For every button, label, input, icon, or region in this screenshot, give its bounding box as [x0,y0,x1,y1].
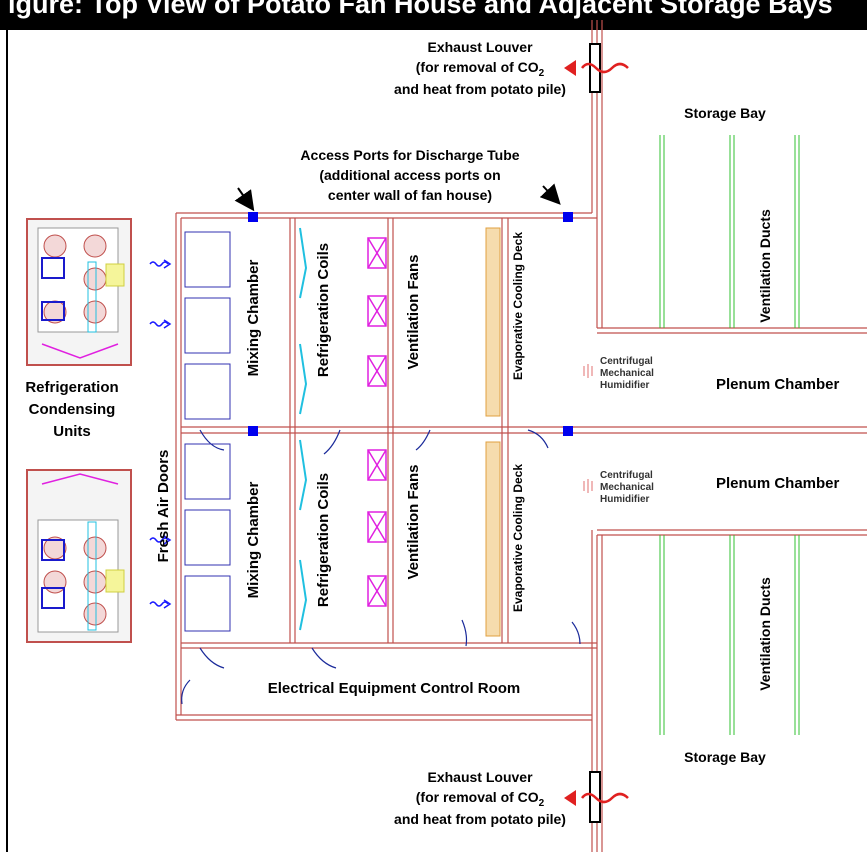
storage-bay-top: Storage Bay [684,105,766,121]
refrigeration-coils-bottom: Refrigeration Coils [315,473,332,607]
figure-title: igure: Top View of Potato Fan House and … [8,0,833,19]
electrical-room-label: Electrical Equipment Control Room [268,680,521,697]
fresh-air-doors-label: Fresh Air Doors [155,450,172,563]
refrigeration-coils-top: Refrigeration Coils [315,243,332,377]
exhaust-louver-bottom-line3: and heat from potato pile) [394,811,566,827]
exhaust-louvers [564,43,629,823]
access-ports-line1: Access Ports for Discharge Tube [300,147,519,163]
condensing-unit-bottom [26,469,132,643]
humidifier-top-line3: Humidifier [600,380,650,391]
exhaust-louver-top-line2: (for removal of CO2 [416,59,545,79]
evaporative-cooling-decks [485,227,501,637]
exhaust-louver-top-line1: Exhaust Louver [427,39,533,55]
port-arrow-right [539,183,561,205]
humidifier-bottom-line1: Centrifugal [600,470,653,481]
fresh-air-door-panels [184,231,231,632]
exhaust-louver-top-line3: and heat from potato pile) [394,81,566,97]
ventilation-fans-top: Ventilation Fans [405,254,422,369]
mixing-chamber-top: Mixing Chamber [245,259,262,376]
condensing-unit-top [26,218,132,366]
walls [175,20,867,852]
humidifier-bottom-line3: Humidifier [600,494,650,505]
ventilation-ducts-top: Ventilation Ducts [757,209,773,323]
mixing-chamber-bottom: Mixing Chamber [245,481,262,598]
plenum-chamber-top: Plenum Chamber [716,376,840,393]
exhaust-louver-bottom-line2: (for removal of CO2 [416,789,545,809]
condensing-units-line1: Refrigeration [25,379,118,396]
title-bar: igure: Top View of Potato Fan House and … [0,0,867,30]
access-ports [248,212,573,436]
ventilation-fans-bottom: Ventilation Fans [405,464,422,579]
humidifier-icons [583,364,593,493]
left-border [6,30,8,852]
evaporative-cooling-deck-top: Evaporative Cooling Deck [511,232,525,380]
condensing-units-line2: Condensing [29,401,116,418]
storage-bay-bottom: Storage Bay [684,749,766,765]
humidifier-top-line2: Mechanical [600,368,654,379]
exhaust-louver-bottom-line1: Exhaust Louver [427,769,533,785]
ventilation-fans [367,237,387,607]
port-arrow-left [234,187,255,212]
access-ports-line2: (additional access ports on [319,167,500,183]
plenum-chamber-bottom: Plenum Chamber [716,475,840,492]
condensing-units-line3: Units [53,423,91,440]
ventilation-ducts [659,135,800,735]
airflow-arrows [149,259,172,609]
refrigeration-coils [299,227,308,631]
humidifier-top-line1: Centrifugal [600,356,653,367]
ventilation-ducts-bottom: Ventilation Ducts [757,577,773,691]
evaporative-cooling-deck-bottom: Evaporative Cooling Deck [511,464,525,612]
access-ports-line3: center wall of fan house) [328,187,492,203]
humidifier-bottom-line2: Mechanical [600,482,654,493]
